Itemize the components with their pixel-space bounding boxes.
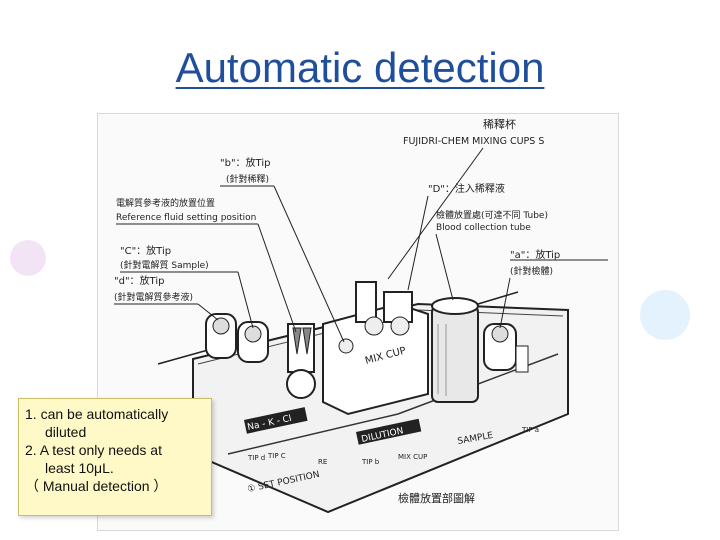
dilution-label-bg	[356, 418, 422, 445]
callout-line	[237, 271, 254, 329]
blood-tube-zh: 檢體放置處(可達不同 Tube)	[436, 209, 548, 221]
sample-tray-illustration: 0800-00123 MIX CUP	[114, 117, 608, 514]
mix-well	[364, 316, 384, 336]
tray-rail	[227, 353, 559, 455]
background-decoration	[640, 290, 690, 340]
tube-cap	[431, 297, 479, 315]
well-d	[212, 317, 230, 335]
label-b-sub: (針對稀釋)	[226, 173, 269, 185]
callout-line	[273, 185, 345, 343]
tip-d-label: TIP d	[247, 454, 265, 462]
label-b: "b"：放Tip	[220, 156, 270, 169]
blood-collection-tube	[431, 305, 479, 403]
mix-cup-vial	[355, 281, 377, 323]
notes-box: 1. can be automatically diluted 2. A tes…	[18, 398, 212, 516]
label-d: "d"：放Tip	[114, 274, 164, 287]
well-a	[491, 325, 509, 343]
callout-line	[257, 223, 297, 333]
reference-fluid-zh: 電解質參考液的放置位置	[116, 197, 215, 209]
label-a-sub: (針對檢體)	[510, 265, 553, 277]
callout-line	[197, 303, 219, 321]
note-line: 1. can be automatically	[25, 406, 169, 422]
note-line: （ Manual detection ）	[25, 478, 168, 494]
re-well	[286, 369, 316, 399]
page-title: Automatic detection	[0, 44, 720, 92]
note-line: 2. A test only needs at	[25, 442, 162, 458]
background-decoration	[10, 240, 46, 276]
tray-arm	[477, 291, 519, 305]
reference-fluid-holder	[287, 323, 315, 373]
callout-line	[407, 195, 429, 291]
label-C-sub: (針對電解質 Sample)	[120, 259, 209, 271]
note-line: diluted	[45, 424, 87, 440]
mix-cup-small-label: MIX CUP	[398, 453, 427, 461]
label-d-sub: (針對電解質參考液)	[114, 291, 193, 303]
callout-line	[499, 277, 511, 329]
mixing-cup-en: FUJIDRI-CHEM MIXING CUPS S	[403, 136, 544, 147]
na-k-cl-label-bg	[244, 407, 308, 434]
well-b	[338, 338, 354, 354]
tip-c-label: TIP C	[267, 452, 286, 460]
tray-arm	[157, 349, 209, 365]
callout-line	[387, 147, 484, 280]
mixing-cup-zh: 稀釋杯	[483, 117, 516, 131]
label-a: "a"：放Tip	[510, 248, 560, 261]
tip-icon	[292, 327, 302, 355]
mix-well	[390, 316, 410, 336]
label-D: "D"：注入稀釋液	[428, 182, 505, 195]
tip-a-label: TIP a	[521, 426, 539, 434]
diagram-caption: 檢體放置部圖解	[398, 491, 475, 505]
callout-line	[435, 233, 454, 301]
well-c	[244, 325, 262, 343]
blood-tube-en: Blood collection tube	[436, 223, 531, 233]
note-line: least 10μL.	[45, 460, 114, 476]
page-title-text: Automatic detection	[175, 44, 545, 91]
cup-a-side	[515, 345, 529, 373]
reference-fluid-en: Reference fluid setting position	[116, 213, 256, 223]
re-label: RE	[318, 458, 327, 466]
tip-b-label: TIP b	[361, 458, 380, 466]
label-C: "C"：放Tip	[120, 244, 171, 257]
tip-icon	[302, 327, 312, 355]
